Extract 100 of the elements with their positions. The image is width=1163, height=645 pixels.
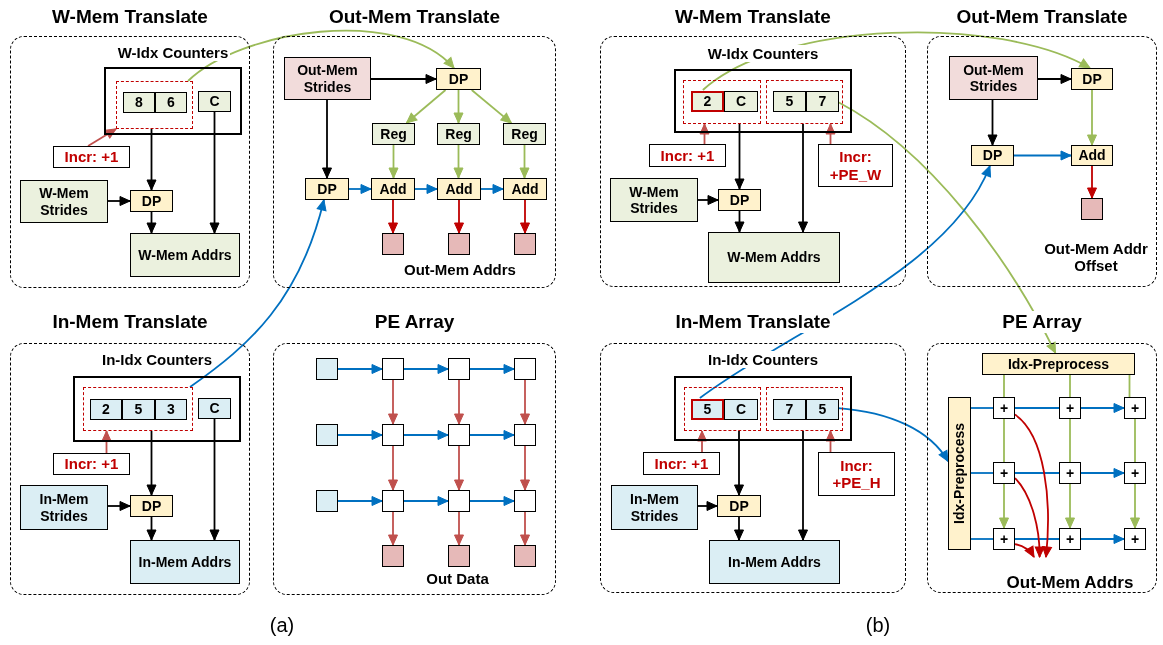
adder-block: Add [1071,145,1113,166]
arrow [734,516,744,541]
output-square [382,233,404,255]
arrow [837,407,949,463]
address-box: In-Mem Addrs [130,540,240,584]
counter-cell: 8 [123,92,155,113]
arrow [734,210,745,233]
connector-line [1014,472,1060,474]
increment-label: Incr: +1 [649,144,726,167]
dashed-group-outline [684,387,761,431]
arrow [107,501,131,511]
register-box: Reg [372,123,415,145]
arrow [348,184,372,194]
output-square [1081,198,1103,220]
counter-group-title: In-Idx Counters [100,351,214,368]
arrow [837,101,1057,354]
arrow [403,364,449,374]
arrow [454,511,464,546]
dp-block: DP [1071,68,1113,90]
counter-cell: 5 [806,399,839,420]
arrow [520,379,530,425]
arrow [469,364,515,374]
counter-cell: 5 [691,399,724,420]
strides-box: In-Mem Strides [20,485,108,530]
arrow [454,445,464,491]
arrow [1014,413,1052,558]
counter-cell: 6 [155,92,187,113]
counter-cell: 7 [806,91,839,112]
strides-box: In-Mem Strides [611,485,698,530]
adder-cell: + [1124,528,1146,550]
connector-line [1069,374,1071,398]
arrow [146,430,157,496]
counter-cell: 5 [122,399,155,420]
arrow [1014,477,1045,558]
connector-line [1128,374,1131,398]
arrow [697,430,707,453]
arrow [87,128,117,147]
dp-block: DP [305,178,349,200]
arrow [388,144,399,179]
caption-text: Out-Mem Addrs [403,259,517,280]
output-square [382,545,404,567]
arrow [734,430,744,496]
arrow [798,430,808,541]
arrow [414,184,438,194]
arrow [337,364,383,374]
panel-title: In-Mem Translate [673,311,833,333]
arrow [146,516,157,541]
counter-cell: C [724,399,758,420]
counter-cell: 2 [90,399,122,420]
arrow [999,483,1009,529]
arrow [101,430,112,454]
arrow [469,430,515,440]
connector-line [1014,407,1060,409]
adder-cell: + [1059,462,1081,484]
strides-box: Out-Mem Strides [949,56,1038,100]
counter-cell: 2 [691,91,724,112]
caption-text: Out Data [425,568,490,589]
arrow [1130,483,1140,529]
counter-cell: C [724,91,758,112]
dp-block: DP [717,495,761,517]
arrow [1080,468,1125,478]
pe-cell [382,490,404,512]
arrow [1037,74,1072,84]
pe-cell [514,358,536,380]
adder-cell: + [1124,462,1146,484]
arrow [519,144,530,179]
arrow [370,74,437,84]
increment-label: Incr: +1 [643,452,720,475]
increment-label: Incr: +1 [53,453,130,475]
arrow [697,501,718,511]
preprocess-block: Idx-Preprocess [948,397,971,550]
connector-line [1134,418,1136,463]
adder-block: Add [371,178,415,200]
arrow [1087,89,1097,146]
dp-block: DP [130,495,173,517]
adder-block: Add [437,178,481,200]
strides-box: W-Mem Strides [610,178,698,222]
adder-cell: + [993,528,1015,550]
caption-text: Out-Mem Addrs [990,557,1150,593]
dashed-group-outline [116,81,193,129]
output-square [448,545,470,567]
arrow [337,430,383,440]
output-square [448,233,470,255]
dp-block: DP [130,190,173,212]
counter-cell: C [198,398,231,419]
panel-title: PE Array [1000,311,1084,333]
input-square [316,424,338,446]
address-box: W-Mem Addrs [130,233,240,277]
arrow [987,99,998,146]
pe-cell [448,424,470,446]
dashed-group-outline [683,80,761,124]
arrow [388,199,398,234]
counter-cell: 3 [155,399,187,420]
increment-label: Incr: +PE_W [818,144,893,187]
counter-group-title: In-Idx Counters [706,351,820,368]
connector-line [970,407,994,409]
connector-line [1014,538,1060,540]
connector-line [970,538,994,540]
dashed-group-outline [766,80,843,124]
pe-cell [514,490,536,512]
